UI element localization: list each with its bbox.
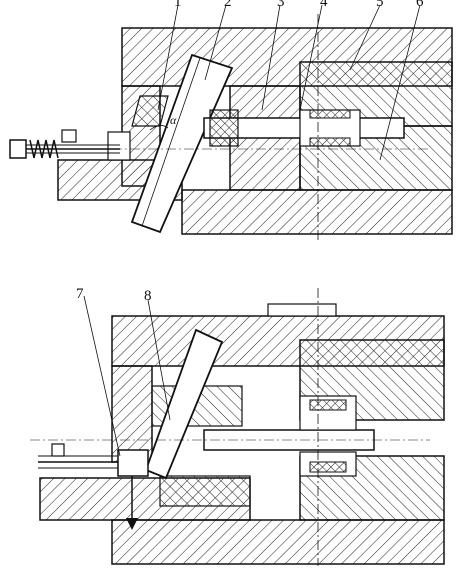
- top-view: 1 2 3 4 5 6 α: [9, 0, 453, 240]
- bottom-plate-bottom: [111, 519, 445, 565]
- spring-bolt-top: [9, 129, 120, 159]
- bottom-plate: [181, 189, 453, 235]
- bolt-bottom: [38, 443, 149, 530]
- angle-pin-bottom: [144, 328, 224, 480]
- label-7: 7: [76, 286, 84, 302]
- bottom-view: 7 8: [30, 286, 445, 566]
- label-6: 6: [416, 0, 424, 10]
- angle-pin-top: [130, 53, 234, 234]
- label-1: 1: [174, 0, 182, 10]
- label-5: 5: [376, 0, 384, 10]
- label-8: 8: [144, 288, 152, 304]
- label-3: 3: [277, 0, 285, 10]
- label-2: 2: [224, 0, 232, 10]
- label-4: 4: [320, 0, 328, 10]
- angle-label: α: [170, 113, 177, 127]
